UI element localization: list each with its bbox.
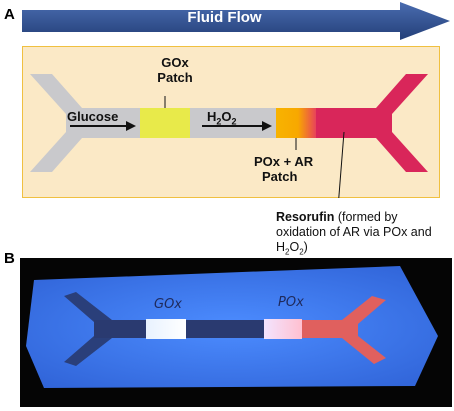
pox-patch-photo: [264, 319, 302, 339]
photo-paper-device: [26, 266, 438, 388]
pox-ar-label-line2: Patch: [262, 169, 298, 184]
fluid-flow-arrow: [22, 2, 450, 40]
paper-channel-diagram: [30, 74, 428, 198]
resorufin-note: Resorufin (formed by oxidation of AR via…: [276, 210, 432, 257]
glucose-label: Glucose: [67, 109, 119, 124]
handwritten-pox: POx: [278, 295, 304, 310]
panel-b-letter: B: [4, 250, 15, 267]
resorufin-label: Resorufin: [276, 210, 335, 224]
fluid-flow-label: Fluid Flow: [187, 9, 262, 26]
pox-ar-patch: [276, 108, 316, 138]
gox-patch-label-line2: Patch: [157, 70, 193, 85]
gox-patch-label-line1: GOx: [161, 55, 189, 70]
handwritten-gox: GOx: [154, 297, 182, 312]
gox-patch-photo: [146, 319, 186, 339]
panel-a-letter: A: [4, 6, 15, 23]
gox-patch: [140, 108, 190, 138]
pox-ar-label-line1: POx + AR: [254, 154, 314, 169]
h2o2-label: H2O2: [207, 109, 237, 127]
